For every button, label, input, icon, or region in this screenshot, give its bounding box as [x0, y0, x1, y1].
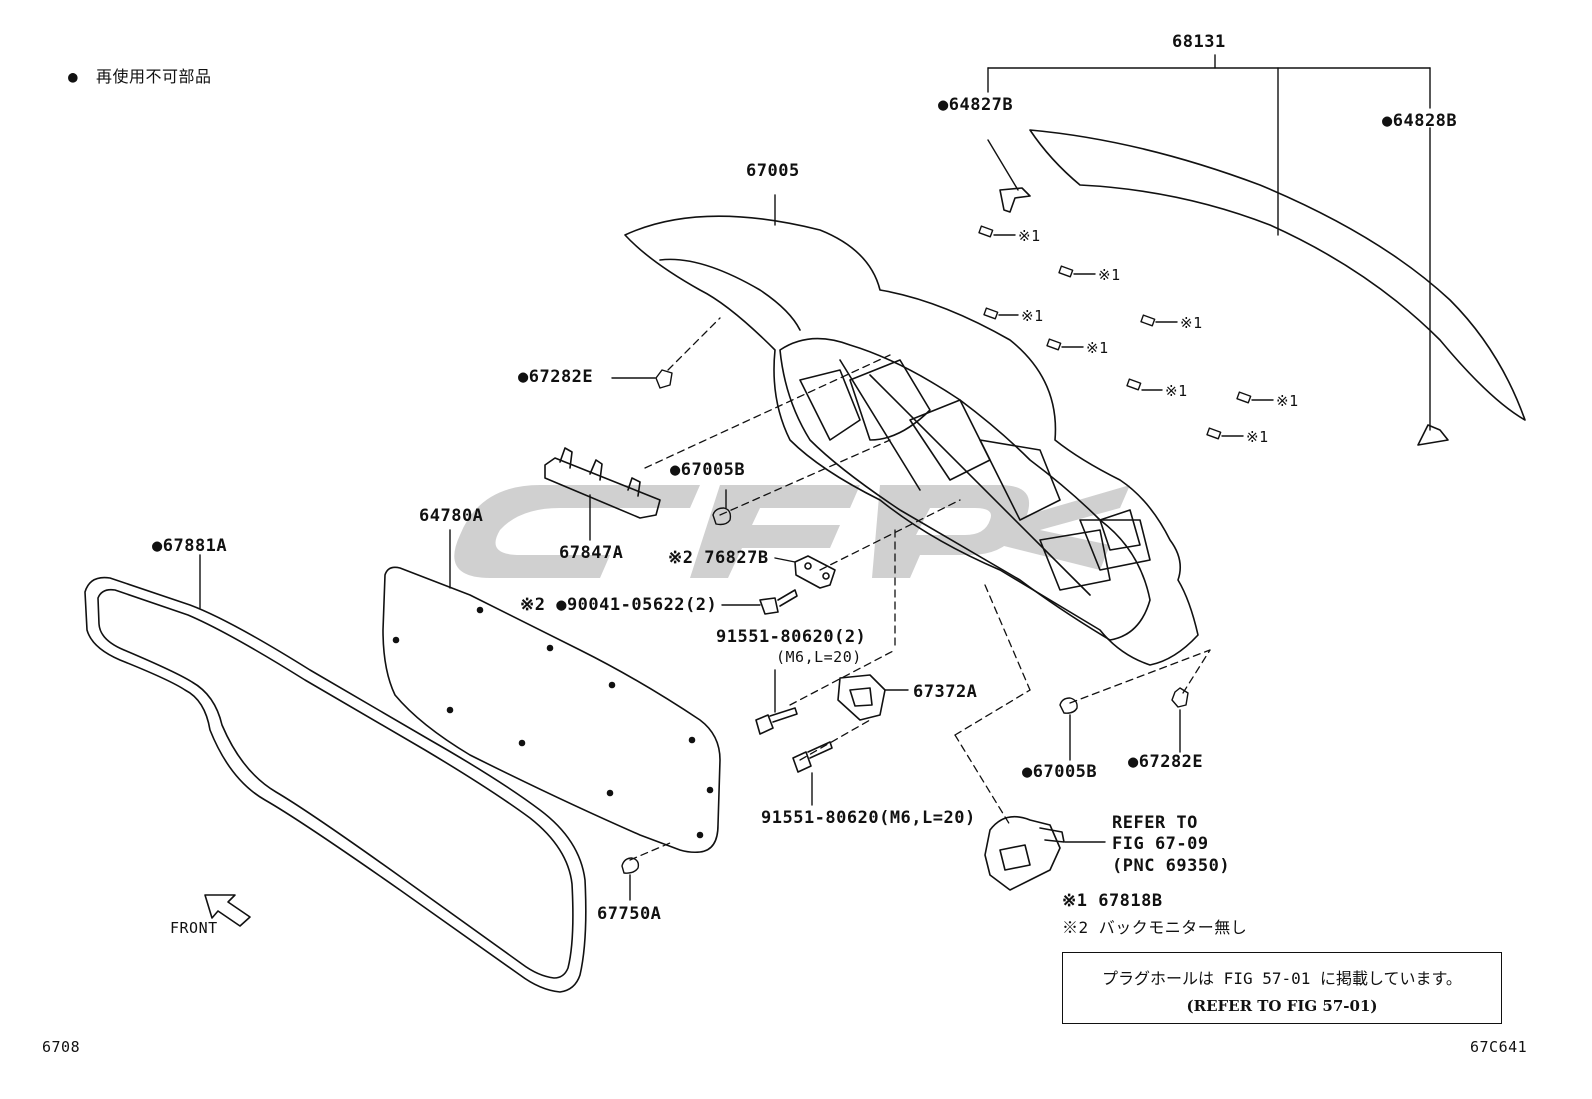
part-label-68131[interactable]: 68131: [1172, 32, 1226, 52]
clip-note-2: ※1: [1098, 266, 1121, 284]
legend-text: 再使用不可部品: [96, 67, 212, 86]
part-label-91551-80620-b[interactable]: 91551-80620(M6,L=20): [761, 808, 976, 828]
part-label-67005[interactable]: 67005: [746, 161, 800, 181]
footnote-2: ※2 バックモニター無し: [1062, 918, 1248, 937]
clip-note-7: ※1: [1276, 392, 1299, 410]
part-label-64828b[interactable]: ●64828B: [1382, 111, 1458, 131]
notebox-line-1: プラグホールは FIG 57-01 に掲載しています。: [1102, 969, 1462, 988]
fasteners: [611, 369, 1189, 901]
assembly-bracket-68131: [987, 54, 1431, 236]
trim-board-64780a: [382, 529, 721, 854]
front-arrow-icon: [204, 894, 251, 927]
dashed-leaders: [629, 317, 1211, 861]
clip-note-6: ※1: [1165, 382, 1188, 400]
part-label-64827b[interactable]: ●64827B: [938, 95, 1014, 115]
trunk-lid-67005: [624, 194, 1199, 666]
spoiler-part: [987, 127, 1526, 446]
refer-line-3: (PNC 69350): [1112, 856, 1231, 876]
part-label-67005b-bottom[interactable]: ●67005B: [1022, 762, 1098, 782]
part-label-67282e-bottom[interactable]: ●67282E: [1128, 752, 1204, 772]
clip-note-1: ※1: [1018, 227, 1041, 245]
clip-note-5: ※1: [1086, 339, 1109, 357]
clip-group-x1: [978, 225, 1274, 440]
clip-note-3: ※1: [1021, 307, 1044, 325]
part-label-64780a[interactable]: 64780A: [419, 506, 484, 526]
footnote-1: ※1 67818B: [1062, 891, 1163, 911]
notebox-line-2[interactable]: (REFER TO FIG 57-01): [1186, 997, 1378, 1015]
clip-note-4: ※1: [1180, 314, 1203, 332]
part-label-67372a[interactable]: 67372A: [913, 682, 978, 702]
page-code-left: 6708: [42, 1038, 81, 1056]
refer-line-1: REFER TO: [1112, 813, 1198, 833]
watermark-logo: [454, 485, 1130, 578]
part-label-67282e-top[interactable]: ●67282E: [518, 367, 594, 387]
bracket-67847a: [544, 447, 661, 541]
part-label-76827b[interactable]: ※2 76827B: [668, 548, 769, 568]
plate-76827b-and-bolt: [721, 555, 836, 615]
part-label-67847a[interactable]: 67847A: [559, 543, 624, 563]
part-label-91551-80620-a[interactable]: 91551-80620(2): [716, 627, 867, 647]
part-spec-91551-a: (M6,L=20): [776, 648, 862, 666]
striker-67372a-and-bolts: [755, 669, 909, 806]
clip-note-8: ※1: [1246, 428, 1269, 446]
part-label-67881a[interactable]: ●67881A: [152, 536, 228, 556]
plug-hole-note-box: プラグホールは FIG 57-01 に掲載しています。 (REFER TO FI…: [1062, 952, 1502, 1024]
page-code-right: 67C641: [1470, 1038, 1528, 1056]
weatherstrip-67881a: [84, 554, 587, 993]
part-label-67750a[interactable]: 67750A: [597, 904, 662, 924]
refer-line-2[interactable]: FIG 67-09: [1112, 834, 1209, 854]
legend-symbol: ●: [68, 67, 79, 86]
front-label: FRONT: [170, 919, 218, 937]
part-label-90041-05622[interactable]: ※2 ●90041-05622(2): [520, 595, 718, 615]
lock-actuator-part: [984, 815, 1106, 891]
part-label-67005b-top[interactable]: ●67005B: [670, 460, 746, 480]
